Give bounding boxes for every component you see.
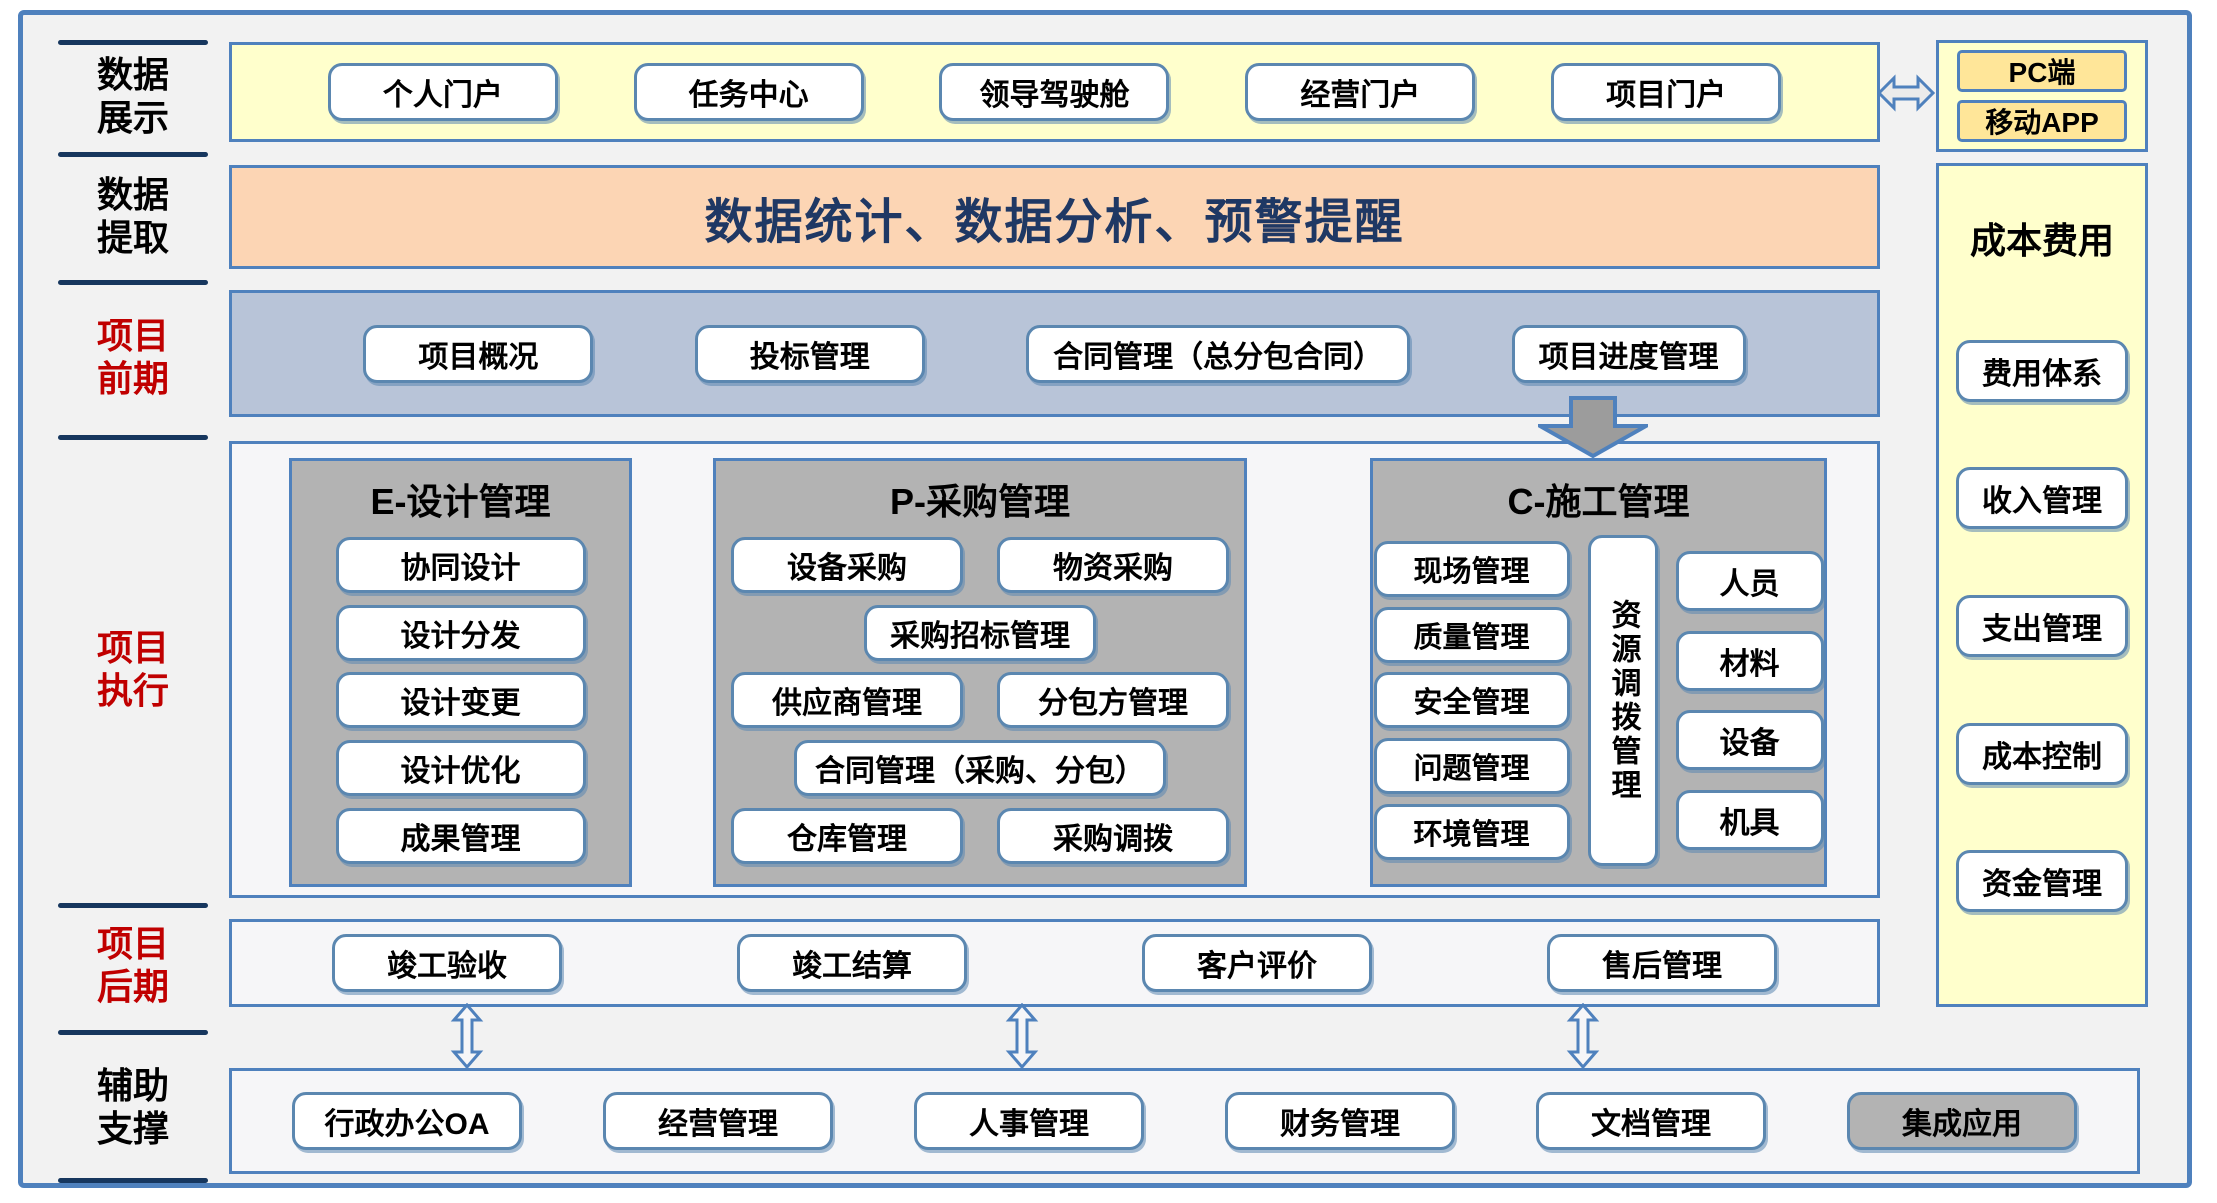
support-band: 行政办公OA 经营管理 人事管理 财务管理 文档管理 集成应用 [229,1068,2140,1174]
cost-box-title: 成本费用 [1969,220,2114,261]
schedule-mgmt-button[interactable]: 项目进度管理 [1511,324,1746,383]
machinery-button[interactable]: 机具 [1675,790,1824,851]
exchange-vertical-arrow-icon [447,1002,487,1070]
after-sales-mgmt-button[interactable]: 售后管理 [1547,934,1777,992]
exchange-vertical-arrow-icon [1002,1002,1042,1070]
integration-app-button[interactable]: 集成应用 [1847,1092,2077,1150]
sidebar-label-data-display: 数据展示 [96,54,169,138]
sidebar-divider [58,1030,208,1035]
completion-settlement-button[interactable]: 竣工结算 [737,934,967,992]
project-early-band: 项目概况 投标管理 合同管理（总分包合同） 项目进度管理 [229,290,1880,417]
personnel-button[interactable]: 人员 [1675,550,1824,611]
contract-mgmt-epc-button[interactable]: 合同管理（总分包合同） [1026,324,1411,383]
analysis-title: 数据统计、数据分析、预警提醒 [704,196,1405,249]
sync-horizontal-arrow-icon [1876,70,1936,116]
resource-dispatch-button[interactable]: 资源调拨管理 [1587,535,1658,866]
procure-tender-button[interactable]: 采购招标管理 [864,604,1096,661]
finance-mgmt-button[interactable]: 财务管理 [1225,1092,1455,1150]
sidebar-divider [58,152,208,157]
business-portal-button[interactable]: 经营门户 [1245,63,1476,121]
sidebar-divider [58,280,208,285]
sidebar-label-project-late: 项目后期 [96,923,169,1007]
personal-portal-button[interactable]: 个人门户 [327,63,558,121]
equipment-procure-button[interactable]: 设备采购 [731,536,963,593]
procurement-box-title: P-采购管理 [889,481,1070,522]
sidebar-divider [58,40,208,45]
safety-mgmt-button[interactable]: 安全管理 [1373,672,1570,729]
materials-button[interactable]: 材料 [1675,630,1824,691]
environment-mgmt-button[interactable]: 环境管理 [1373,804,1570,861]
analysis-band: 数据统计、数据分析、预警提醒 [229,165,1880,269]
design-change-button[interactable]: 设计变更 [335,672,586,729]
design-optimize-button[interactable]: 设计优化 [335,740,586,797]
mobile-app-button[interactable]: 移动APP [1957,99,2127,142]
sidebar-label-support: 辅助支撑 [96,1065,169,1149]
sidebar-divider [58,903,208,908]
completion-acceptance-button[interactable]: 竣工验收 [332,934,562,992]
funds-mgmt-button[interactable]: 资金管理 [1956,850,2128,913]
project-portal-button[interactable]: 项目门户 [1551,63,1782,121]
customer-evaluation-button[interactable]: 客户评价 [1142,934,1372,992]
issue-mgmt-button[interactable]: 问题管理 [1373,738,1570,795]
project-overview-button[interactable]: 项目概况 [363,324,594,383]
sidebar-label-project-early: 项目前期 [96,315,169,399]
warehouse-mgmt-button[interactable]: 仓库管理 [731,808,963,865]
construction-box-title: C-施工管理 [1507,481,1690,522]
expense-system-button[interactable]: 费用体系 [1956,339,2128,402]
collab-design-button[interactable]: 协同设计 [335,536,586,593]
income-mgmt-button[interactable]: 收入管理 [1956,467,2128,530]
admin-oa-button[interactable]: 行政办公OA [292,1092,522,1150]
flow-down-arrow-icon [1532,396,1654,459]
design-box-title: E-设计管理 [370,481,551,522]
hr-mgmt-button[interactable]: 人事管理 [914,1092,1144,1150]
cost-control-button[interactable]: 成本控制 [1956,722,2128,785]
sidebar-divider [58,435,208,440]
sidebar-divider [58,1178,208,1183]
expenditure-mgmt-button[interactable]: 支出管理 [1956,594,2128,657]
exchange-vertical-arrow-icon [1563,1002,1603,1070]
sidebar-label-data-extract: 数据提取 [96,174,169,258]
construction-group-box: C-施工管理 现场管理 质量管理 安全管理 问题管理 环境管理 资源调拨管理 人… [1370,458,1827,887]
document-mgmt-button[interactable]: 文档管理 [1536,1092,1766,1150]
cost-box: 成本费用 费用体系 收入管理 支出管理 成本控制 资金管理 [1936,163,2148,1007]
business-mgmt-button[interactable]: 经营管理 [603,1092,833,1150]
design-group-box: E-设计管理 协同设计 设计分发 设计变更 设计优化 成果管理 [289,458,632,887]
site-mgmt-button[interactable]: 现场管理 [1373,540,1570,597]
bidding-mgmt-button[interactable]: 投标管理 [694,324,925,383]
procure-transfer-button[interactable]: 采购调拨 [997,808,1229,865]
leader-cockpit-button[interactable]: 领导驾驶舱 [939,63,1170,121]
procurement-group-box: P-采购管理 设备采购 物资采购 采购招标管理 供应商管理 分包方管理 合同管理… [713,458,1247,887]
project-exec-band: E-设计管理 协同设计 设计分发 设计变更 设计优化 成果管理 P-采购管理 设… [229,441,1880,898]
project-late-band: 竣工验收 竣工结算 客户评价 售后管理 [229,919,1880,1007]
sidebar-label-project-exec: 项目执行 [96,627,169,711]
task-center-button[interactable]: 任务中心 [633,63,864,121]
subcontractor-mgmt-button[interactable]: 分包方管理 [997,672,1229,729]
client-box: PC端 移动APP [1936,40,2148,152]
design-dispatch-button[interactable]: 设计分发 [335,604,586,661]
equipment-button[interactable]: 设备 [1675,710,1824,771]
quality-mgmt-button[interactable]: 质量管理 [1373,606,1570,663]
deliverable-mgmt-button[interactable]: 成果管理 [335,808,586,865]
material-procure-button[interactable]: 物资采购 [997,536,1229,593]
contract-mgmt-procure-button[interactable]: 合同管理（采购、分包） [794,740,1166,797]
pc-client-button[interactable]: PC端 [1957,50,2127,93]
supplier-mgmt-button[interactable]: 供应商管理 [731,672,963,729]
portal-band: 个人门户 任务中心 领导驾驶舱 经营门户 项目门户 [229,42,1880,142]
